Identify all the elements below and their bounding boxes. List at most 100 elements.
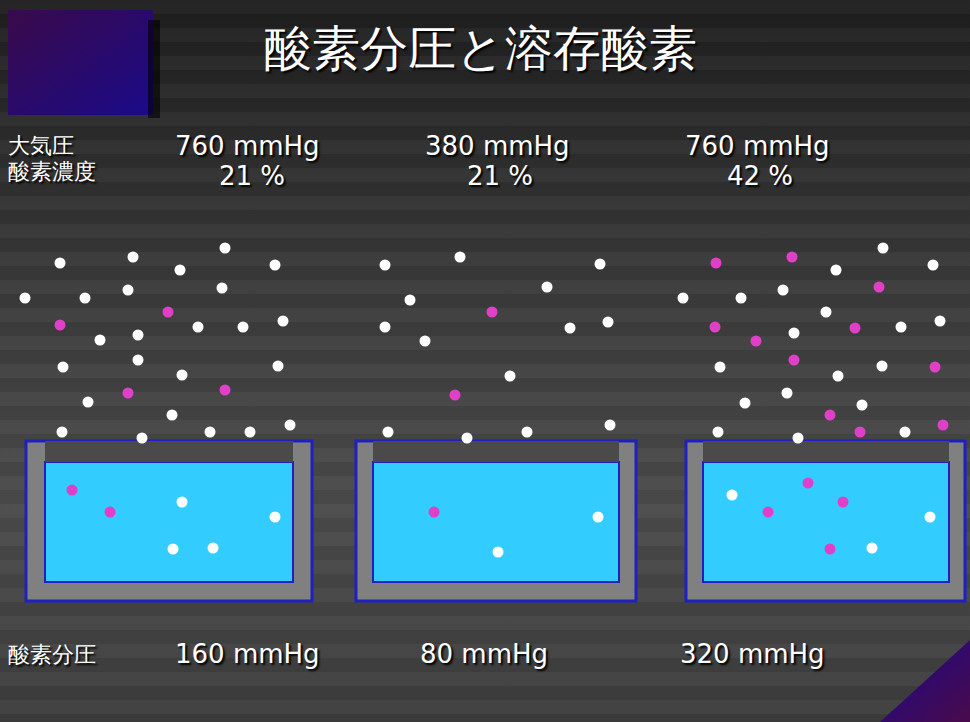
molecule xyxy=(855,427,866,438)
molecule xyxy=(380,260,391,271)
molecule xyxy=(177,370,188,381)
molecule xyxy=(208,543,219,554)
molecule xyxy=(405,295,416,306)
molecule xyxy=(925,512,936,523)
molecule xyxy=(850,323,861,334)
label: 760 mmHg xyxy=(175,132,320,161)
label: 760 mmHg xyxy=(685,132,830,161)
molecule xyxy=(787,252,798,263)
label: 80 mmHg xyxy=(420,640,548,669)
molecule xyxy=(711,258,722,269)
molecule xyxy=(789,355,800,366)
molecule xyxy=(595,259,606,270)
molecule xyxy=(867,543,878,554)
molecule xyxy=(238,322,249,333)
molecule xyxy=(736,293,747,304)
molecule xyxy=(133,330,144,341)
molecule xyxy=(593,512,604,523)
molecule xyxy=(715,362,726,373)
label: 160 mmHg xyxy=(175,640,320,669)
molecule xyxy=(793,433,804,444)
molecule xyxy=(605,420,616,431)
molecule xyxy=(930,362,941,373)
label: 酸素分圧 xyxy=(8,643,96,667)
molecule xyxy=(782,388,793,399)
molecule xyxy=(245,427,256,438)
molecule xyxy=(710,322,721,333)
molecule xyxy=(380,322,391,333)
molecule xyxy=(123,285,134,296)
molecule xyxy=(896,322,907,333)
molecule xyxy=(205,427,216,438)
molecule xyxy=(167,410,178,421)
molecule xyxy=(763,507,774,518)
molecule xyxy=(163,307,174,318)
beakers xyxy=(26,441,965,601)
molecule xyxy=(825,544,836,555)
molecule xyxy=(95,335,106,346)
molecule xyxy=(285,420,296,431)
label: 380 mmHg xyxy=(425,132,570,161)
molecule xyxy=(128,252,139,263)
molecule xyxy=(938,420,949,431)
molecule xyxy=(455,252,466,263)
label: 大気圧 xyxy=(8,134,74,158)
gas-molecules xyxy=(20,243,949,558)
molecule xyxy=(83,397,94,408)
molecule xyxy=(67,485,78,496)
molecule xyxy=(522,427,533,438)
molecule xyxy=(874,282,885,293)
label: 酸素濃度 xyxy=(8,160,96,184)
molecule xyxy=(928,260,939,271)
molecule xyxy=(825,410,836,421)
molecule xyxy=(80,293,91,304)
molecule xyxy=(803,478,814,489)
molecule xyxy=(542,282,553,293)
molecule xyxy=(270,260,281,271)
molecule xyxy=(487,307,498,318)
molecule xyxy=(857,400,868,411)
molecule xyxy=(420,336,431,347)
molecule xyxy=(778,285,789,296)
label: 320 mmHg xyxy=(680,640,825,669)
molecule xyxy=(137,433,148,444)
molecule xyxy=(833,371,844,382)
molecule xyxy=(603,317,614,328)
corner-triangle xyxy=(880,640,970,722)
label: 21 % xyxy=(467,162,533,191)
molecule xyxy=(789,328,800,339)
label: 42 % xyxy=(727,162,793,191)
molecule xyxy=(220,385,231,396)
molecule xyxy=(740,398,751,409)
molecule xyxy=(900,427,911,438)
molecule xyxy=(831,265,842,276)
molecule xyxy=(429,507,440,518)
molecule xyxy=(383,427,394,438)
corner-square xyxy=(8,10,153,115)
molecule xyxy=(838,497,849,508)
molecule xyxy=(105,507,116,518)
molecule xyxy=(55,258,66,269)
molecule xyxy=(462,433,473,444)
molecule xyxy=(505,371,516,382)
molecule xyxy=(193,322,204,333)
molecule xyxy=(273,361,284,372)
molecule xyxy=(58,362,69,373)
molecule xyxy=(133,355,144,366)
molecule xyxy=(217,283,228,294)
molecule xyxy=(20,293,31,304)
molecule xyxy=(493,547,504,558)
molecule xyxy=(220,243,231,254)
corner-shadow xyxy=(148,20,160,118)
molecule xyxy=(278,316,289,327)
molecule xyxy=(57,427,68,438)
molecule xyxy=(565,323,576,334)
molecule xyxy=(168,544,179,555)
molecule xyxy=(123,388,134,399)
molecule xyxy=(175,265,186,276)
molecule xyxy=(935,316,946,327)
molecule xyxy=(877,361,888,372)
molecule xyxy=(270,512,281,523)
title: 酸素分圧と溶存酸素 xyxy=(264,22,697,75)
